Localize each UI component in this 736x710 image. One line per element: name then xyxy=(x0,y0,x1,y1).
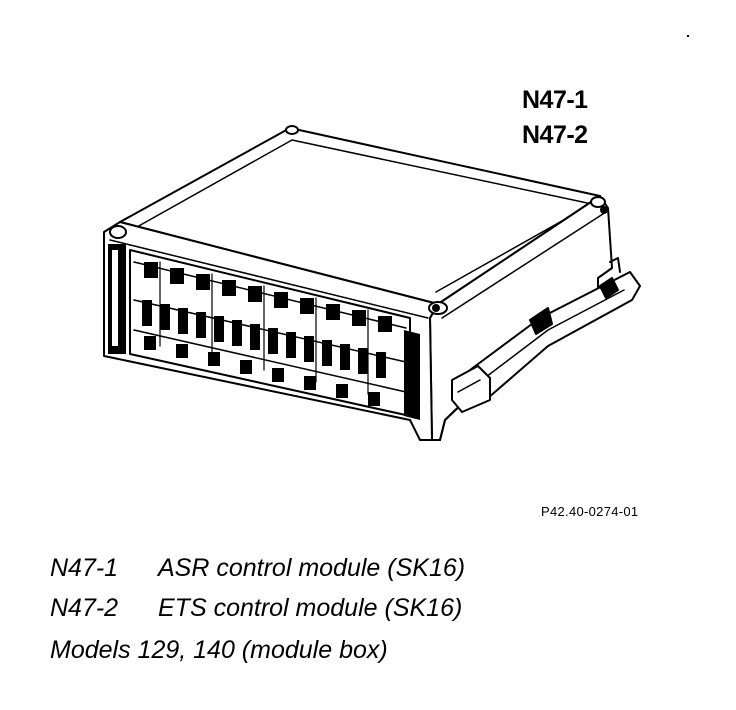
callout-n47-2: N47-2 xyxy=(522,121,588,149)
legend-text: ASR control module (SK16) xyxy=(158,554,466,582)
figure-reference: P42.40-0274-01 xyxy=(541,504,639,519)
control-module-illustration xyxy=(103,125,641,441)
mounting-bracket xyxy=(451,257,641,413)
legend-text: ETS control module (SK16) xyxy=(158,594,463,622)
module-front-top-edge xyxy=(109,239,429,319)
connector-latch xyxy=(404,330,420,420)
legend-row-n47-1: N47-1 ASR control module (SK16) xyxy=(50,556,465,581)
speck-mark xyxy=(687,35,689,37)
legend-code: N47-1 xyxy=(50,554,119,582)
connector-pins xyxy=(142,262,392,406)
legend-row-n47-2: N47-2 ETS control module (SK16) xyxy=(50,596,462,621)
connector-block xyxy=(108,244,420,420)
module-right-edge xyxy=(441,211,607,319)
callout-n47-1: N47-1 xyxy=(522,86,588,114)
models-note: Models 129, 140 (module box) xyxy=(50,636,388,664)
module-top-rim xyxy=(127,139,593,293)
legend-code: N47-2 xyxy=(50,594,119,622)
connector-dividers xyxy=(159,261,369,395)
corner-bosses xyxy=(109,125,608,315)
